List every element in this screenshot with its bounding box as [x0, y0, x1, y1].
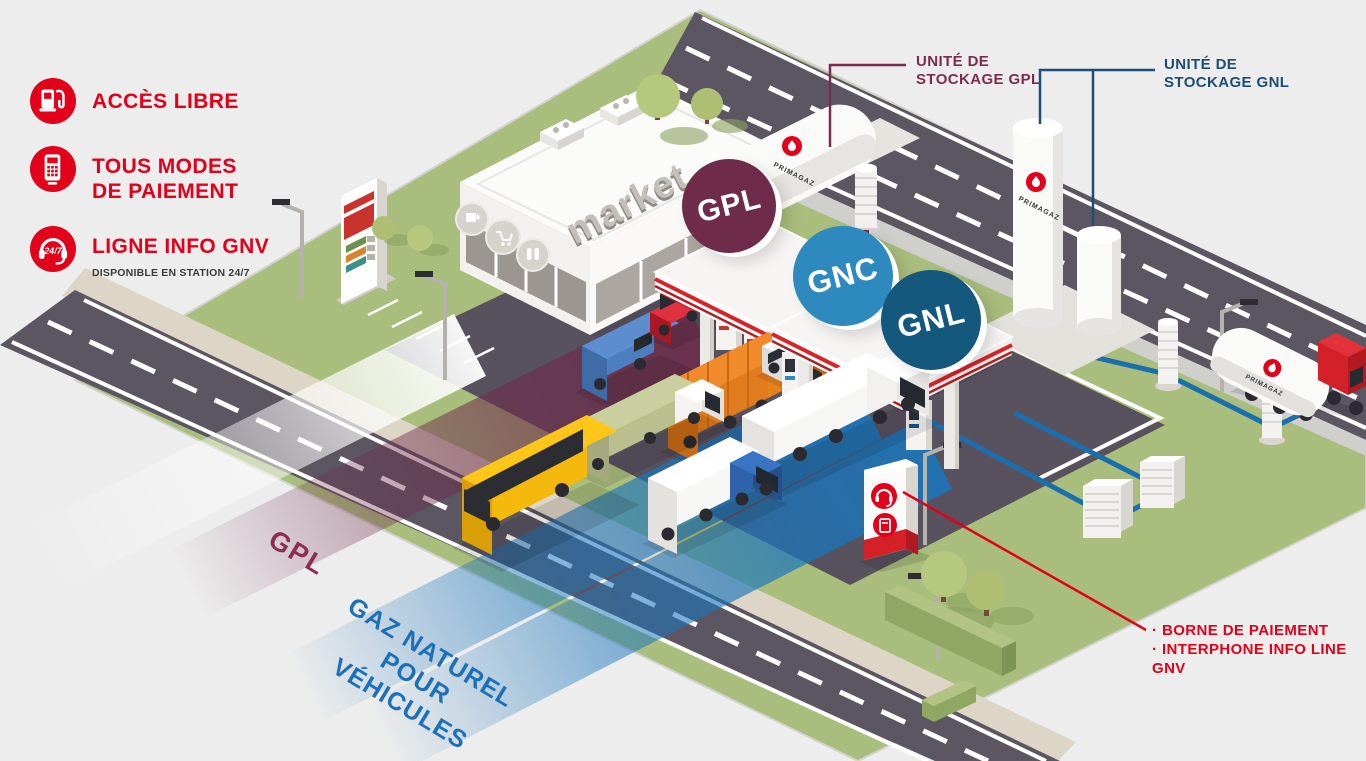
callout-line: STOCKAGE GNL	[1164, 74, 1290, 91]
hedge	[885, 585, 1016, 722]
gnl-tank-tall: PRIMAGAZ	[1013, 118, 1063, 328]
trees	[372, 74, 1034, 625]
callout-line: UNITÉ DE	[1164, 56, 1238, 73]
gnl-storage-tanks: PRIMAGAZ	[975, 118, 1155, 375]
legend-item-acces-libre: ACCÈS LIBRE	[30, 78, 290, 124]
payment-terminal-icon	[30, 146, 76, 192]
legend-item-ligne-info: 24/7 LIGNE INFO GNV DISPONIBLE EN STATIO…	[30, 226, 290, 286]
fuel-flow-beams	[24, 296, 952, 761]
payment-kiosk	[860, 459, 934, 572]
market-building: market market	[455, 84, 812, 351]
legend-label: ACCÈS LIBRE	[92, 90, 239, 113]
legend-label-line: DE PAIEMENT	[92, 180, 239, 203]
shop-signs	[455, 202, 550, 272]
gpl-beam	[168, 296, 717, 619]
tree	[636, 74, 708, 145]
legend: ACCÈS LIBRE TOUS MODES DE PAIEMENT 24/7	[30, 78, 290, 308]
callout-line: · INTERPHONE INFO LINE GNV	[1152, 641, 1347, 677]
legend-label-line: TOUS MODES	[92, 155, 237, 178]
gnl-tank-short	[1077, 226, 1121, 336]
interphone-headset-icon	[871, 483, 897, 509]
payment-callout-line	[902, 490, 1147, 632]
white-beam	[24, 314, 486, 591]
tree	[966, 570, 1034, 625]
canopy-pillar	[700, 297, 710, 389]
street-lamp	[415, 271, 447, 380]
vehicles-front	[452, 352, 940, 572]
cart-sign-icon	[485, 219, 521, 255]
badge-gnl: GNL	[881, 270, 981, 370]
callout-payment-interphone: · BORNE DE PAIEMENT · INTERPHONE INFO LI…	[1152, 621, 1366, 678]
tanker-cab	[1318, 333, 1366, 415]
gpl-callout-line	[828, 63, 906, 147]
fuel-pump-icon	[30, 78, 76, 124]
callout-gnl-storage: UNITÉ DE STOCKAGE GNL	[1164, 56, 1289, 92]
badge-gnc: GNC	[793, 226, 893, 326]
callout-gpl-storage: UNITÉ DE STOCKAGE GPL	[916, 53, 1041, 89]
badge-gnc-label: GNC	[803, 249, 882, 302]
ac-unit-icon	[540, 95, 644, 150]
badge-gnl-label: GNL	[893, 294, 969, 345]
legend-label: TOUS MODES DE PAIEMENT	[92, 146, 238, 204]
legend-badge-24-7: 24/7	[43, 246, 62, 256]
gpl-vaporizer-column	[852, 163, 880, 233]
payment-card-icon	[873, 513, 897, 537]
yellow-bus	[452, 415, 640, 572]
canopy-pillar	[944, 369, 955, 469]
white-box-truck	[642, 437, 788, 558]
callout-lines	[828, 63, 1155, 632]
badge-gpl-label: GPL	[693, 181, 765, 230]
price-totem	[336, 178, 396, 305]
tree	[691, 88, 748, 133]
legend-item-modes-paiement: TOUS MODES DE PAIEMENT	[30, 146, 290, 204]
primagaz-tanker-truck: PRIMAGAZ	[1210, 327, 1366, 421]
gnl-callout-line	[1038, 68, 1155, 226]
gnl-beam	[363, 421, 952, 761]
legend-sublabel: DISPONIBLE EN STATION 24/7	[92, 267, 250, 279]
callout-line: STOCKAGE GPL	[916, 71, 1041, 88]
callout-line: · BORNE DE PAIEMENT	[1152, 622, 1329, 639]
legend-label-line: LIGNE INFO GNV	[92, 235, 270, 258]
gnl-pump	[906, 400, 932, 450]
legend-label: LIGNE INFO GNV DISPONIBLE EN STATION 24/…	[92, 226, 269, 286]
headset-24-7-icon: 24/7	[30, 226, 76, 272]
restroom-sign-icon	[516, 238, 550, 272]
bush	[372, 216, 412, 246]
curb-top	[628, 112, 1366, 456]
road-bottom	[0, 290, 1060, 761]
market-roof	[460, 84, 780, 247]
callout-line: UNITÉ DE	[916, 53, 990, 70]
compressor-units	[1083, 456, 1185, 538]
street-lamp	[272, 199, 304, 298]
badge-gpl: GPL	[682, 159, 776, 253]
bush	[407, 225, 449, 256]
